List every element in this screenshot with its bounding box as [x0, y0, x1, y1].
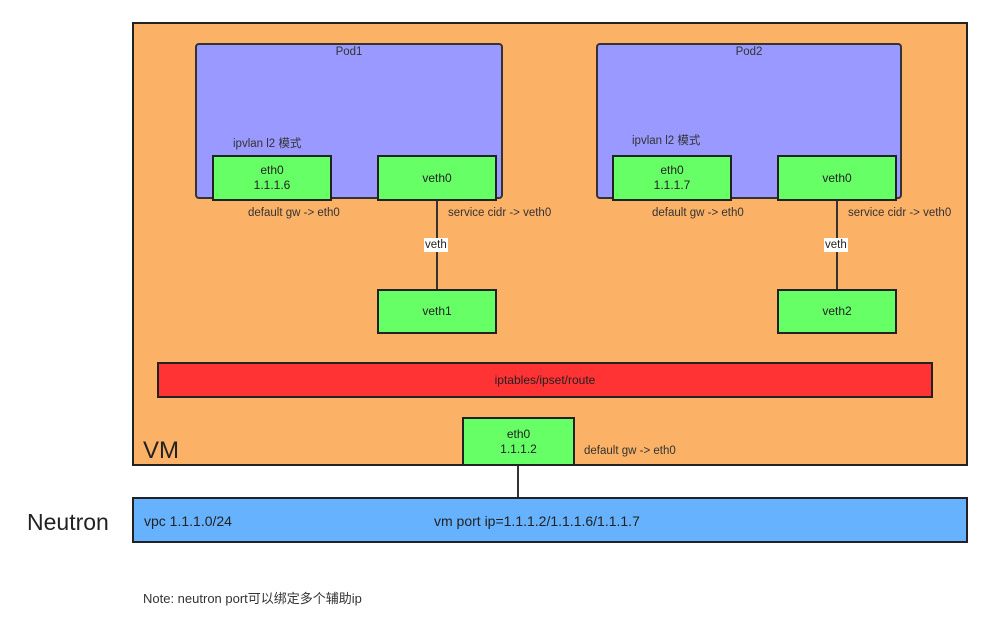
- pod1-title: Pod1: [335, 46, 363, 58]
- vm-eth0-ip: 1.1.1.2: [500, 441, 537, 456]
- pod1-veth0: veth0: [377, 155, 497, 201]
- pod1-eth0-name: eth0: [260, 163, 284, 177]
- pod2-title: Pod2: [735, 46, 763, 58]
- pod1-veth-link-label: veth: [424, 238, 448, 252]
- pod1-host-veth: veth1: [377, 289, 497, 334]
- vm-eth0: eth0 1.1.1.2: [462, 417, 575, 466]
- neutron-label: Neutron: [27, 509, 109, 535]
- pod1-mode-label: ipvlan l2 模式: [233, 138, 302, 150]
- pod1-eth0-ip: 1.1.1.6: [253, 178, 291, 192]
- pod2-service-route: service cidr -> veth0: [848, 207, 952, 219]
- pod1-service-route: service cidr -> veth0: [448, 207, 552, 219]
- pod1-veth0-label: veth0: [422, 170, 452, 185]
- pod2-mode-label: ipvlan l2 模式: [632, 135, 701, 147]
- pod2-host-veth: veth2: [777, 289, 897, 334]
- pod2-veth0: veth0: [777, 155, 897, 201]
- iptables-label: iptables/ipset/route: [494, 373, 596, 387]
- pod2-veth0-label: veth0: [822, 170, 852, 185]
- iptables-bar: iptables/ipset/route: [157, 362, 933, 398]
- note-text: Note: neutron port可以绑定多个辅助ip: [143, 591, 362, 606]
- neutron-vpc: vpc 1.1.1.0/24: [144, 513, 232, 529]
- neutron-bar: [132, 497, 968, 543]
- pod2-host-veth-label: veth2: [822, 304, 852, 318]
- neutron-vm-port: vm port ip=1.1.1.2/1.1.1.6/1.1.1.7: [434, 513, 640, 529]
- vm-default-route: default gw -> eth0: [584, 445, 676, 457]
- vm-eth0-name: eth0: [506, 426, 531, 441]
- vm-neutron-link-line: [517, 466, 519, 497]
- pod2-eth0-ip: 1.1.1.7: [653, 178, 691, 192]
- pod1-host-veth-label: veth1: [422, 304, 452, 318]
- pod2-eth0: eth0 1.1.1.7: [612, 155, 732, 201]
- vm-label: VM: [143, 437, 179, 464]
- pod1-default-route: default gw -> eth0: [248, 207, 340, 219]
- pod2-veth-link-label: veth: [824, 238, 848, 252]
- pod1-eth0: eth0 1.1.1.6: [212, 155, 332, 201]
- pod2-default-route: default gw -> eth0: [652, 207, 744, 219]
- pod2-eth0-name: eth0: [660, 163, 684, 177]
